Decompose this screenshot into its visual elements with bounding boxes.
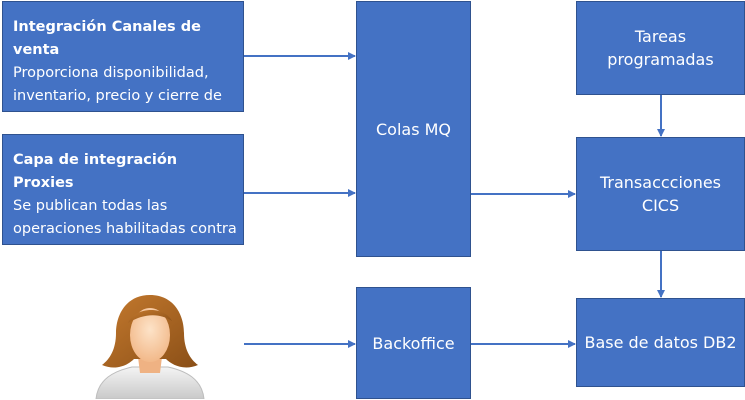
tareas-box: Tareas programadas (576, 1, 745, 95)
colas-mq-box: Colas MQ (356, 1, 471, 257)
proxies-box: Capa de integración Proxies Se publican … (2, 134, 244, 260)
backoffice-box: Backoffice (356, 287, 471, 399)
db2-label: Base de datos DB2 (584, 333, 737, 352)
proxies-title: Capa de integración Proxies (13, 152, 178, 191)
db2-box: Base de datos DB2 (576, 298, 745, 387)
cics-box: Transaccciones CICS (576, 137, 745, 251)
female-user-icon (95, 295, 205, 399)
canales-title: Integración Canales de venta (13, 19, 201, 58)
canales-box: Integración Canales de venta Proporciona… (2, 1, 244, 127)
canales-description: Proporciona disponibilidad, inventario, … (13, 65, 222, 127)
tareas-label: Tareas programadas (607, 27, 714, 69)
colas-mq-label: Colas MQ (375, 119, 452, 139)
backoffice-label: Backoffice (372, 333, 455, 353)
proxies-description: Se publican todas las operaciones habili… (13, 198, 237, 260)
cics-label: Transaccciones CICS (599, 173, 722, 215)
